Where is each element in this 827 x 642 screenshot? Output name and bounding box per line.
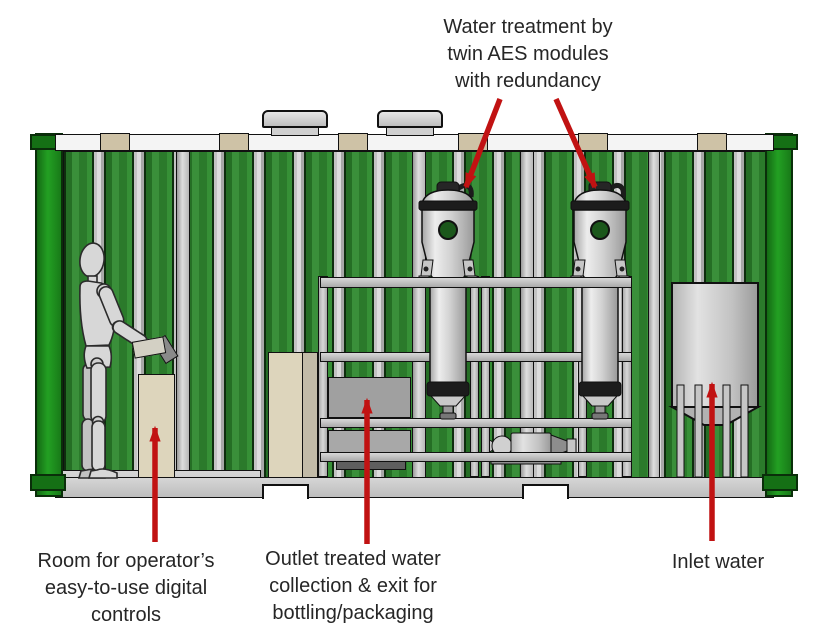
roof-fitting [338,133,368,151]
tank-leg [722,384,731,478]
tank-leg [694,384,703,478]
corner-casting [762,474,798,491]
annotation-water-treatment: Water treatment by twin AES modules with… [443,16,613,92]
tank-leg [676,384,685,478]
container-top-rail [55,134,774,151]
roof-fitting [100,133,130,151]
corner-post-left [35,133,63,497]
roof-vent-1 [262,110,328,128]
figure-upper-leg [90,362,107,424]
wall-column [648,151,660,478]
figure-foot [87,468,118,479]
aes-module-2 [565,180,635,420]
rack-post [481,276,490,477]
figure-lower-leg [91,420,106,472]
outlet-lower-box [328,430,411,453]
rack-rail [320,452,632,462]
annotation-outlet-water: Outlet treated water collection & exit f… [265,548,441,624]
figure-head [79,242,105,278]
roof-fitting [458,133,488,151]
rack-rail-front [320,277,632,288]
corner-post-right [765,133,793,497]
forklift-notch [262,484,309,499]
aes-module-1 [413,180,483,420]
operator-figure [77,242,148,479]
forklift-notch [522,484,569,499]
roof-fitting [578,133,608,151]
operator-control-pedestal [138,374,175,478]
roof-vent-2 [377,110,443,128]
inlet-water-tank [668,282,762,478]
equipment-shelf [336,461,406,470]
rack-rail [320,418,632,428]
annotation-inlet-water: Inlet water [671,551,765,573]
roof-fitting [697,133,727,151]
roof-fitting [219,133,249,151]
outlet-collection-box [328,377,411,418]
annotation-operator-controls: Room for operator’s easy-to-use digital … [37,550,215,626]
corner-casting [30,474,66,491]
control-panel-cabinet [268,352,304,478]
rack-post [318,276,328,477]
control-panel-cabinet-side [302,352,318,478]
rack-rail [320,352,632,362]
tank-leg [740,384,749,478]
